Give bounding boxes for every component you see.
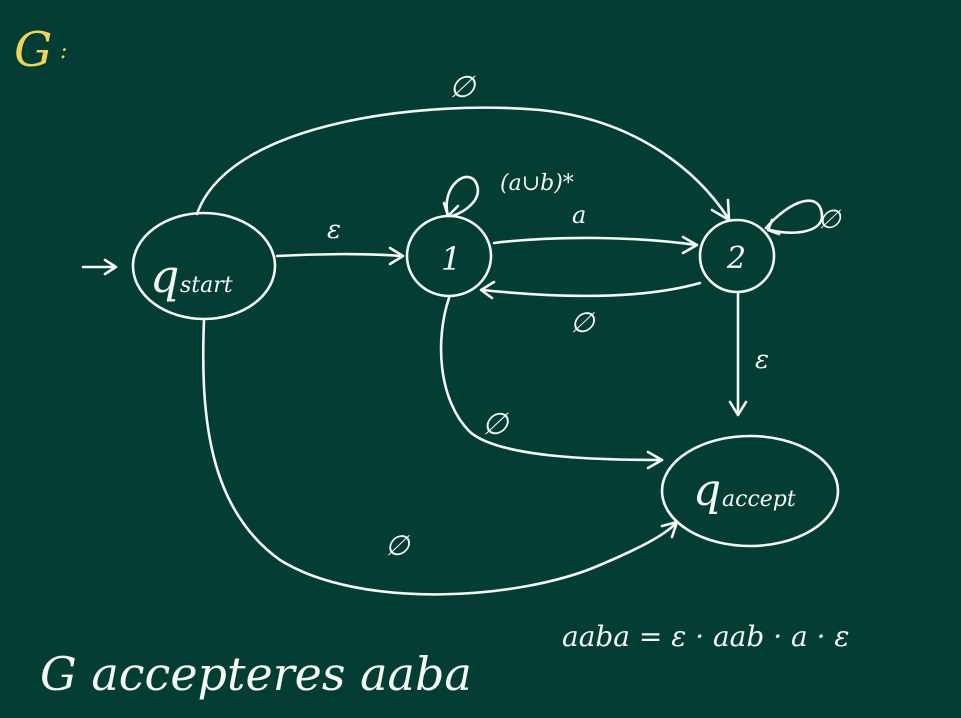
- loop-1: [445, 175, 480, 218]
- loop-1-label: (a∪b)*: [500, 171, 574, 196]
- edge-2-to-1: [480, 281, 702, 298]
- state-accept-letter: q: [693, 465, 721, 516]
- state-accept-circle: [660, 434, 840, 548]
- footer-statement: G accepteres aaba: [40, 647, 472, 701]
- edge-1-to-2: [492, 236, 698, 247]
- state-start-letter: q: [150, 249, 179, 303]
- edge-2-to-accept-arrowhead: [728, 400, 748, 417]
- edge-1-to-accept-arrowhead: [646, 450, 664, 470]
- edge-start-to-1-arrowhead: [388, 246, 405, 266]
- edge-start-to-1: [275, 252, 404, 258]
- state-2-label: 2: [726, 241, 746, 276]
- edge-start-to-accept: [201, 318, 678, 596]
- graph-title-colon: :: [60, 39, 67, 64]
- initial-arrow: [81, 258, 118, 276]
- loop-2-label: ∅: [818, 205, 842, 235]
- state-2-circle: [698, 218, 776, 294]
- state-1-label: 1: [441, 240, 461, 278]
- edge-start-to-2-arrowhead: [710, 198, 731, 222]
- state-accept-subscript: accept: [722, 487, 796, 512]
- edge-1-to-accept-label: ∅: [482, 407, 510, 442]
- loop-2-arrowhead: [766, 218, 781, 236]
- footer-equation: aaba = ε · aab · a · ε: [562, 620, 849, 653]
- graph-title: G: [14, 22, 52, 78]
- edge-1-to-2-arrowhead: [681, 235, 699, 255]
- edge-1-to-accept: [439, 296, 664, 462]
- edge-2-to-1-arrowhead: [479, 280, 496, 300]
- edge-1-to-2-label: a: [572, 201, 586, 229]
- edge-start-to-accept-arrowhead: [660, 520, 679, 539]
- state-start-subscript: start: [180, 273, 233, 298]
- edge-start-to-2-label: ∅: [449, 70, 477, 105]
- edge-start-to-2: [195, 106, 730, 220]
- loop-2: [764, 199, 824, 234]
- edge-2-to-accept-label: ε: [755, 345, 769, 375]
- edge-2-to-1-label: ∅: [570, 306, 596, 339]
- loop-1-arrowhead: [442, 201, 460, 218]
- edge-start-to-1-label: ε: [327, 215, 341, 245]
- edge-start-to-accept-label: ∅: [385, 529, 411, 562]
